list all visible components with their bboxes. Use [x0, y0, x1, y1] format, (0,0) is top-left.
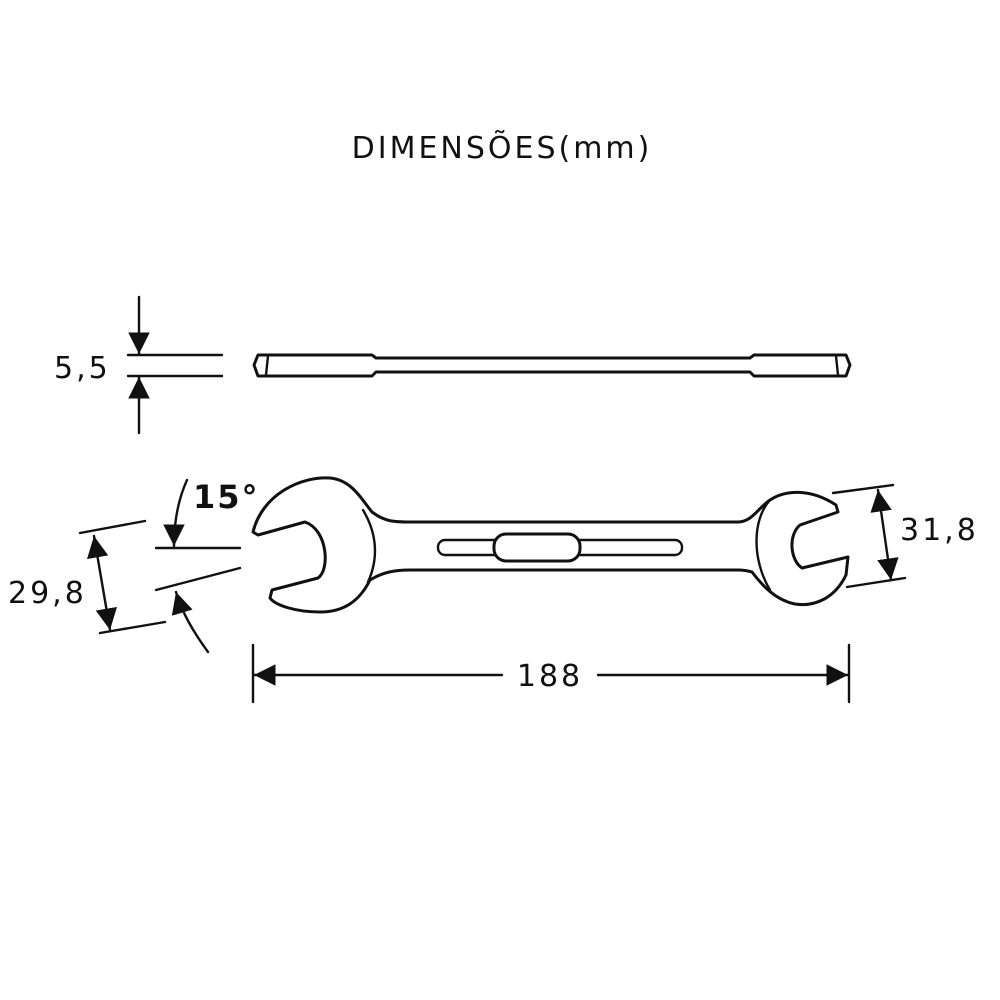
diagram-title: DIMENSÕES(mm): [352, 129, 653, 166]
right-opening-dimension: 31,8: [831, 483, 979, 589]
left-opening-label: 29,8: [8, 576, 87, 611]
angle-label: 15°: [193, 478, 260, 516]
thickness-dimension: 5,5: [54, 295, 224, 435]
thickness-label: 5,5: [54, 351, 111, 386]
angle-dimension: 15°: [154, 478, 260, 654]
left-opening-dimension: 29,8: [8, 519, 167, 635]
right-opening-label: 31,8: [900, 513, 979, 548]
wrench-front-view: [251, 476, 850, 614]
wrench-side-view: [252, 353, 852, 378]
length-label: 188: [517, 659, 583, 694]
length-dimension: 188: [251, 643, 851, 704]
